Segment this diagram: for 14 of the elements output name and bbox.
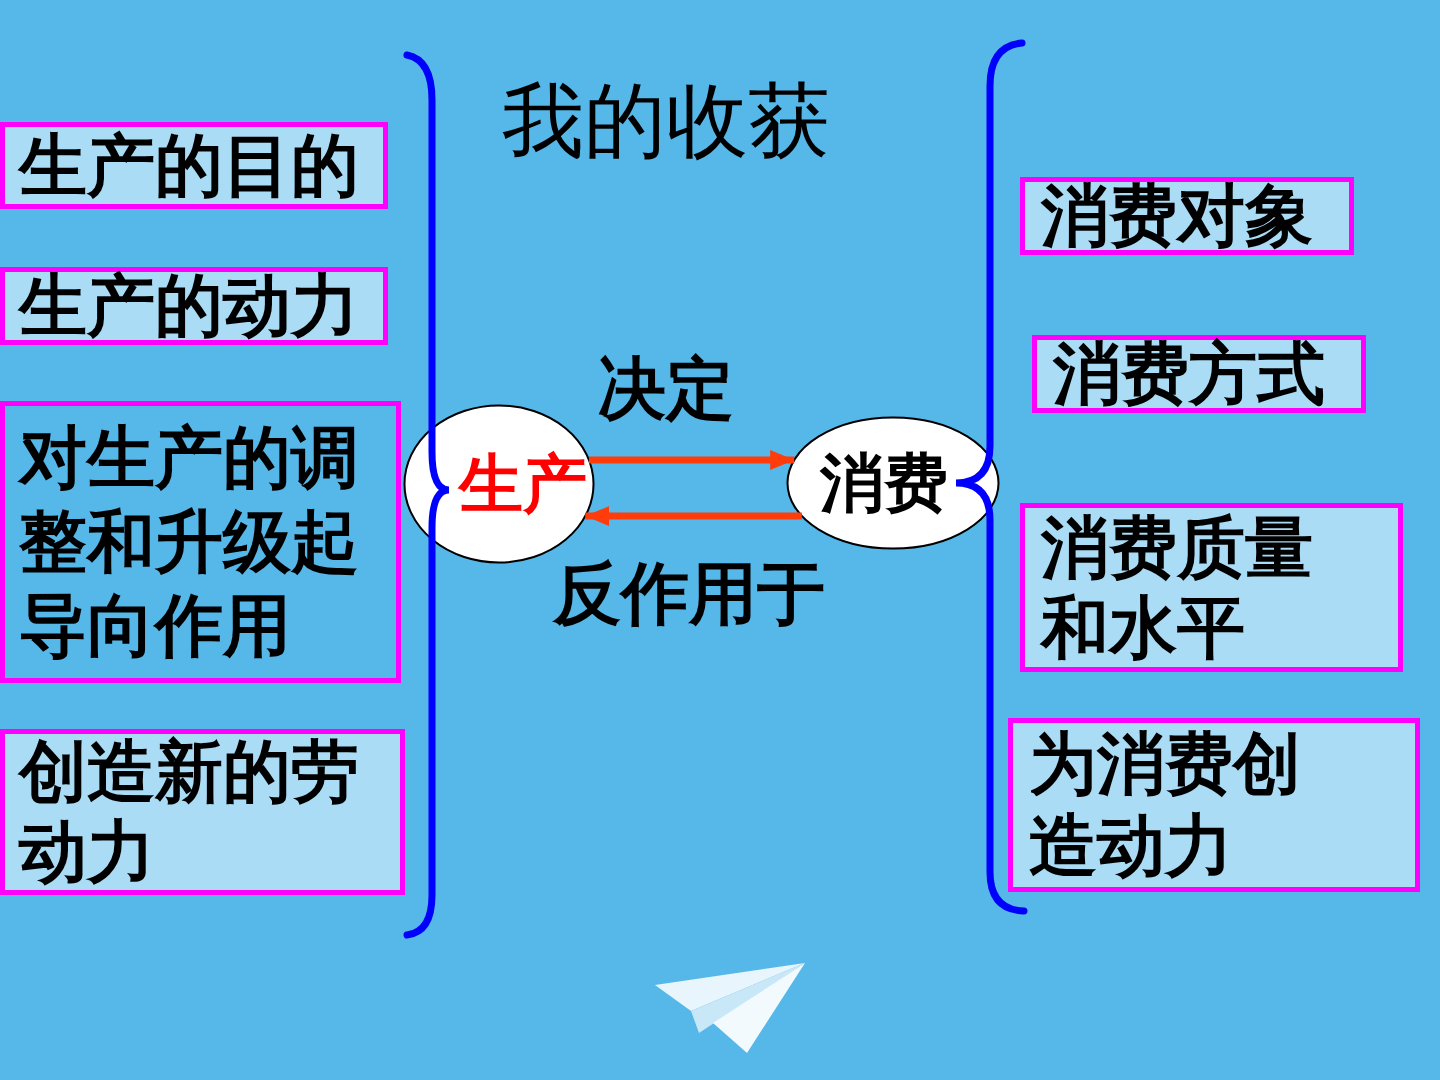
oval-node: 生产: [403, 404, 595, 564]
concept-box: 生产的目的: [0, 122, 388, 209]
concept-box: 创造新的劳动力: [0, 729, 405, 895]
concept-box: 消费方式: [1032, 335, 1366, 413]
concept-box: 为消费创造动力: [1008, 718, 1420, 892]
slide-title: 我的收获: [502, 76, 830, 167]
concept-box: 对生产的调整和升级起导向作用: [0, 401, 401, 683]
concept-box: 生产的动力: [0, 267, 388, 345]
arrow: [589, 450, 795, 470]
arrow: [585, 506, 802, 526]
concept-box: 消费对象: [1020, 177, 1354, 255]
concept-box: 消费质量和水平: [1020, 503, 1403, 672]
oval-node: 消费: [786, 416, 1000, 550]
edge-label: 决定: [598, 352, 734, 427]
